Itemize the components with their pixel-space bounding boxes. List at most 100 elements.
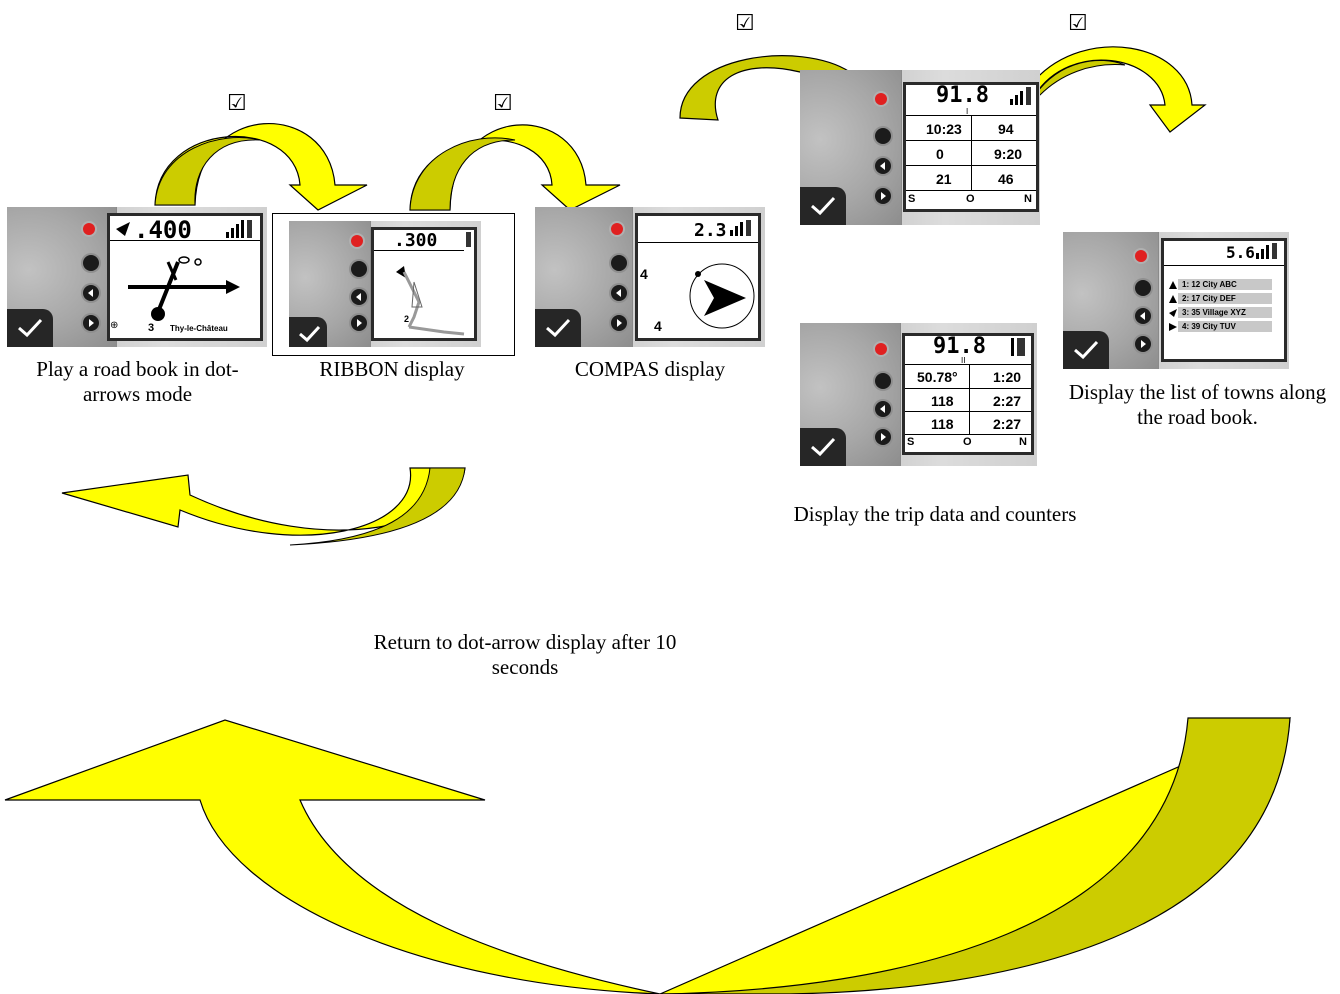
device-compas: 2.3 4 4: [535, 207, 765, 347]
caption-trip: Display the trip data and counters: [793, 502, 1077, 526]
device-screen: .300 2: [371, 227, 477, 341]
compass-arrow-icon: [689, 263, 755, 329]
town-item[interactable]: 1: 12 City ABC: [1178, 279, 1272, 290]
left-arrow-icon[interactable]: [875, 158, 891, 174]
device-towns: 5.6 1: 12 City ABC 2: 17 City DEF 3: 35 …: [1063, 232, 1289, 369]
checkbox-icon: ☑: [1068, 11, 1088, 36]
right-arrow-icon[interactable]: [83, 315, 99, 331]
right-arrow-icon[interactable]: [611, 315, 627, 331]
trip-cell: 46: [998, 171, 1014, 187]
logo-check-icon: [289, 317, 327, 347]
distance-value: 91.8: [933, 334, 986, 359]
logo-check-icon: [535, 309, 581, 347]
left-arrow-icon[interactable]: [351, 289, 367, 305]
caption-return: Return to dot-arrow display after 10 sec…: [373, 630, 677, 679]
signal-bars-icon: [1010, 87, 1031, 105]
power-icon[interactable]: [1135, 250, 1147, 262]
right-arrow-icon[interactable]: [875, 429, 891, 445]
logo-check-icon: [800, 187, 846, 225]
trip-cell: 1:20: [993, 369, 1022, 385]
compass-letter: O: [966, 193, 975, 205]
checkbox-icon: ☑: [227, 91, 247, 116]
menu-icon[interactable]: [875, 373, 891, 389]
globe-icon: ⊕: [110, 320, 119, 331]
compass-letter: S: [908, 193, 916, 205]
menu-icon[interactable]: [1135, 280, 1151, 296]
town-item[interactable]: 3: 35 Village XYZ: [1178, 307, 1272, 318]
distance-value: 2.3: [694, 220, 727, 241]
menu-icon[interactable]: [83, 255, 99, 271]
battery-icon: [1011, 338, 1025, 356]
power-icon[interactable]: [875, 93, 887, 105]
device-screen: 2.3 4 4: [635, 213, 761, 341]
trip-cell: 10:23: [926, 121, 962, 137]
menu-icon[interactable]: [611, 255, 627, 271]
power-icon[interactable]: [875, 343, 887, 355]
menu-icon[interactable]: [875, 128, 891, 144]
device-screen: 91.8 I 10:23 94 0 9:20 21 46 S O N: [903, 82, 1039, 212]
device-ribbon: .300 2: [289, 221, 481, 347]
trip-cell: 0: [936, 146, 944, 162]
logo-check-icon: [7, 309, 53, 347]
compas-value-bottom: 4: [654, 318, 662, 334]
compass-letter: O: [963, 436, 972, 448]
flow-arrow-4: [1034, 46, 1207, 133]
power-icon[interactable]: [611, 223, 623, 235]
right-arrow-icon[interactable]: [1135, 336, 1151, 352]
trip-cell: 2:27: [993, 416, 1022, 432]
distance-value: .400: [134, 216, 192, 244]
caption-towns: Display the list of towns along the road…: [1068, 380, 1327, 429]
flow-arrow-1: [154, 123, 368, 211]
waypoint-number: 2: [404, 314, 410, 324]
town-item[interactable]: 4: 39 City TUV: [1178, 321, 1272, 332]
flow-arrow-5: [61, 467, 466, 546]
direction-arrow-icon: [116, 222, 130, 236]
town-item[interactable]: 2: 17 City DEF: [1178, 293, 1272, 304]
right-arrow-icon[interactable]: [351, 315, 367, 331]
battery-icon: [466, 232, 471, 247]
compass-letter: N: [1019, 436, 1027, 448]
page-indicator: I: [966, 107, 969, 116]
left-arrow-icon[interactable]: [875, 401, 891, 417]
compass-letter: N: [1024, 193, 1032, 205]
trip-cell: 118: [931, 416, 954, 432]
ribbon-frame: [272, 213, 515, 356]
device-dot-arrows: .400 ⊕ 3 Thy-le-Château: [7, 207, 267, 347]
logo-check-icon: [800, 428, 846, 466]
left-arrow-icon[interactable]: [1135, 308, 1151, 324]
trip-cell: 9:20: [994, 146, 1023, 162]
compas-value-top: 4: [640, 266, 648, 282]
left-arrow-icon[interactable]: [611, 285, 627, 301]
left-arrow-icon[interactable]: [83, 285, 99, 301]
menu-icon[interactable]: [351, 261, 367, 277]
town-direction-icons: [1169, 281, 1177, 331]
checkbox-icon: ☑: [493, 91, 513, 116]
checkbox-icon: ☑: [735, 11, 755, 36]
flow-arrow-2: [409, 124, 621, 211]
trip-cell: 2:27: [993, 393, 1022, 409]
device-screen: .400 ⊕ 3 Thy-le-Château: [107, 213, 263, 341]
distance-value: .300: [394, 230, 438, 251]
town-name: Thy-le-Château: [170, 324, 228, 333]
signal-bars-icon: [226, 220, 252, 238]
trip-cell: 21: [936, 171, 952, 187]
power-icon[interactable]: [351, 235, 363, 247]
trip-cell: 94: [998, 121, 1014, 137]
page-indicator: II: [961, 356, 966, 365]
waypoint-number: 3: [148, 322, 155, 334]
power-icon[interactable]: [83, 223, 95, 235]
signal-bars-icon: [1256, 243, 1277, 259]
caption-compas: COMPAS display: [574, 357, 726, 381]
device-trip-2: 91.8 II 50.78° 1:20 118 2:27 118 2:27 S …: [800, 323, 1037, 466]
caption-ribbon: RIBBON display: [319, 357, 465, 381]
flow-arrow-6: [4, 717, 1291, 994]
ribbon-track: [396, 266, 465, 336]
trip-cell: 118: [931, 393, 954, 409]
caption-dot-arrows: Play a road book in dot-arrows mode: [36, 357, 239, 406]
trip-cell: 50.78°: [917, 369, 958, 385]
device-trip-1: 91.8 I 10:23 94 0 9:20 21 46 S O N: [800, 70, 1040, 225]
distance-value: 5.6: [1226, 243, 1255, 262]
road-arrow-diagram: [128, 256, 240, 321]
right-arrow-icon[interactable]: [875, 188, 891, 204]
